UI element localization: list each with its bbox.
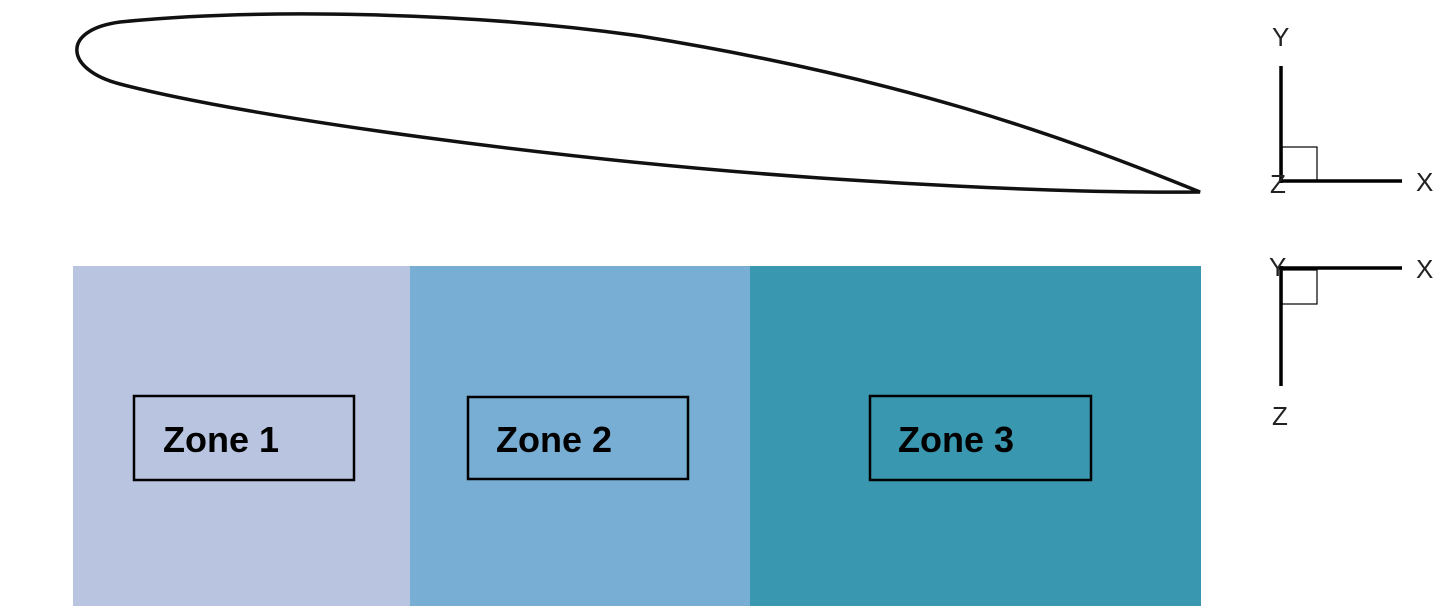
axes-bottom-right-angle-marker <box>1281 269 1318 305</box>
airfoil-outline <box>75 12 1201 194</box>
axes-bottom-x-label: X <box>1416 254 1433 284</box>
zone-3-label: Zone 3 <box>898 419 1014 460</box>
zone-1-label-box: Zone 1 <box>132 394 356 482</box>
zones-strip <box>73 266 1201 606</box>
axes-bottom-z-label: Z <box>1272 401 1288 431</box>
zone-2-label: Zone 2 <box>496 419 612 460</box>
zone-3-label-frame <box>868 394 1093 482</box>
zone-1-label: Zone 1 <box>163 419 279 460</box>
axes-top-x-label: X <box>1416 167 1433 197</box>
zone-2-label-box: Zone 2 <box>466 395 690 481</box>
zone-2-block <box>410 266 750 606</box>
zone-2-label-frame <box>466 395 690 481</box>
axes-top-z-label: Z <box>1270 169 1286 199</box>
axes-top-y-label: Y <box>1272 22 1289 52</box>
axes-bottom: Y X Z <box>1269 252 1433 431</box>
axes-top-right-angle-marker <box>1281 146 1318 182</box>
axes-bottom-y-label: Y <box>1269 252 1286 282</box>
zone-1-label-frame <box>132 394 356 482</box>
zone-3-block <box>750 266 1201 606</box>
axes-top: Y X Z <box>1270 22 1433 199</box>
zone-3-label-box: Zone 3 <box>868 394 1093 482</box>
